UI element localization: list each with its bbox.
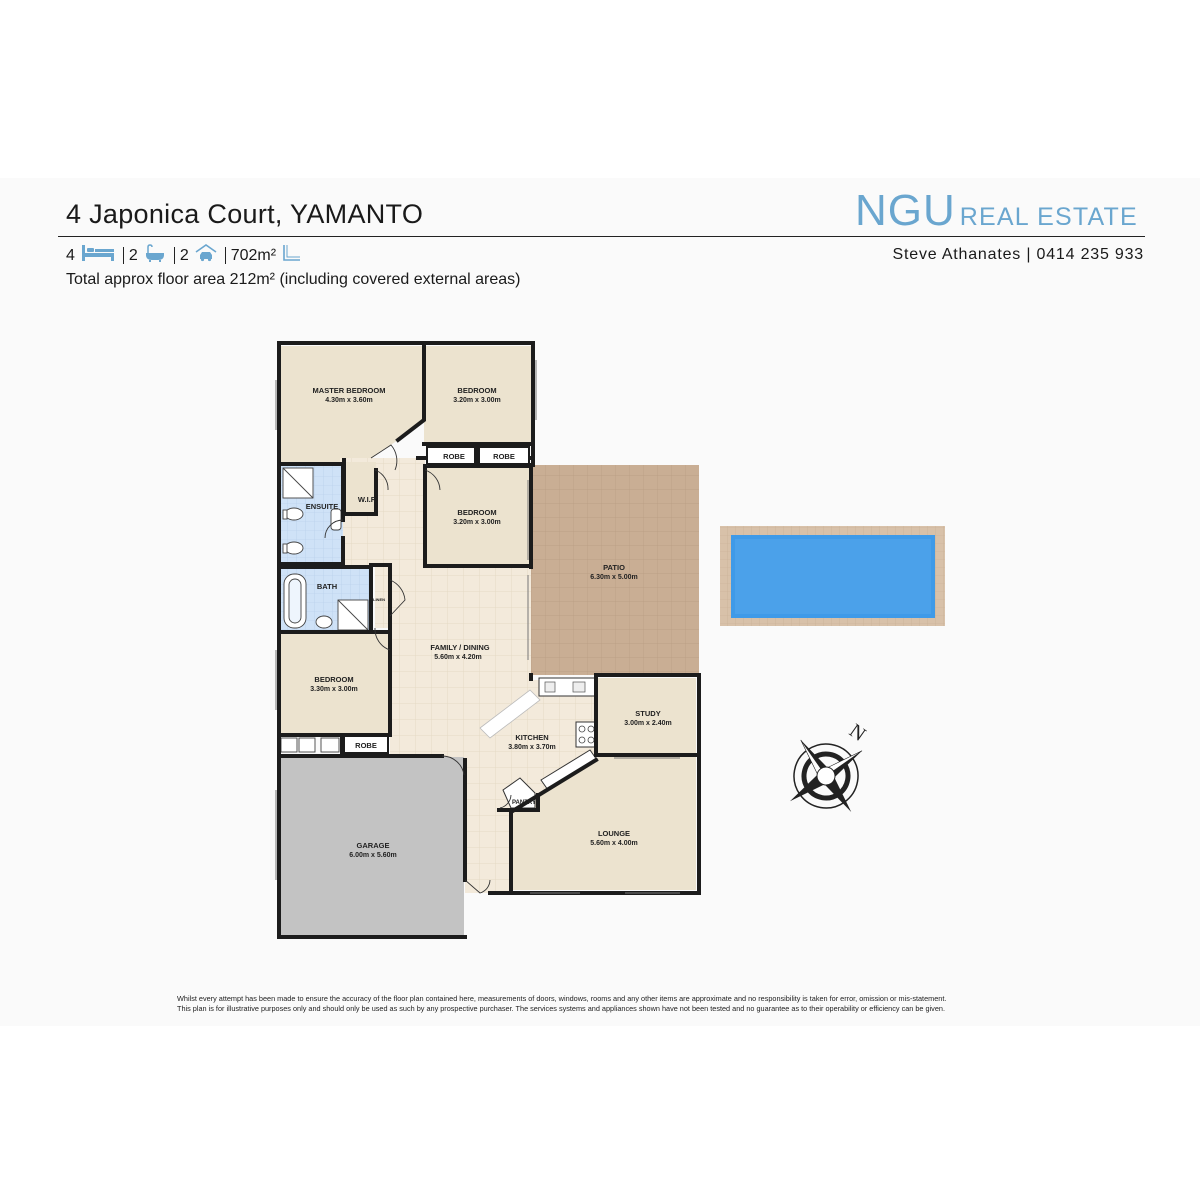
bedroom-3-label: BEDROOM — [457, 508, 496, 517]
family-dining-label: FAMILY / DINING — [430, 643, 489, 652]
bedroom-4-label: BEDROOM — [314, 675, 353, 684]
patio-floor — [531, 465, 699, 675]
linen-label: LINEN — [373, 597, 385, 602]
wir-label: W.I.R — [358, 495, 377, 504]
pool-water — [731, 535, 935, 618]
bedroom-3-dims: 3.20m x 3.00m — [453, 519, 500, 526]
brand-rest: REAL ESTATE — [959, 203, 1138, 231]
robe-1-label: ROBE — [443, 452, 465, 461]
bathroom-count: 2 — [128, 246, 138, 264]
floor-area-note: Total approx floor area 212m² (including… — [66, 271, 521, 288]
pool-shimmer — [735, 539, 931, 614]
bedroom-2-floor — [424, 346, 531, 444]
bath-label: BATH — [317, 582, 337, 591]
brand-main: NGU — [855, 186, 956, 235]
study-floor — [598, 678, 696, 755]
bedroom-4-dims: 3.30m x 3.00m — [310, 686, 357, 693]
property-stats: 4 2 2 702m² — [66, 244, 305, 267]
compass-icon — [789, 739, 863, 813]
master-bedroom-label: MASTER BEDROOM — [313, 386, 386, 395]
header-divider — [58, 236, 1145, 237]
stat-separator — [122, 247, 124, 264]
wir-floor — [346, 462, 376, 514]
pantry-label: PANTRY — [512, 800, 536, 806]
patio-dims: 6.30m x 5.00m — [590, 574, 637, 581]
carpet-rooms — [281, 346, 696, 890]
robe-1-box — [426, 446, 476, 465]
stat-separator — [173, 247, 175, 264]
bedroom-count: 4 — [66, 246, 75, 264]
agent-contact: Steve Athanates | 0414 235 933 — [892, 246, 1144, 263]
kitchen-cabinetry — [479, 677, 598, 809]
disclaimer-line-2: This plan is for illustrative purposes o… — [177, 1004, 945, 1013]
lounge-floor — [511, 757, 696, 890]
bedroom-2-label: BEDROOM — [457, 386, 496, 395]
car-icon — [195, 244, 217, 267]
room-labels: MASTER BEDROOM 4.30m x 3.60m BEDROOM 3.2… — [306, 386, 672, 859]
bedroom-4-floor — [281, 634, 388, 734]
tiled-floor — [340, 458, 596, 893]
stat-separator — [224, 247, 226, 264]
robe-2-label: ROBE — [493, 452, 515, 461]
bedroom-3-floor — [425, 466, 531, 566]
disclaimer: Whilst every attempt has been made to en… — [177, 994, 1037, 1014]
land-icon — [282, 244, 302, 267]
garage-dims: 6.00m x 5.60m — [349, 852, 396, 859]
lounge-label: LOUNGE — [598, 829, 630, 838]
garage-floor — [281, 757, 464, 935]
kitchen-dims: 3.80m x 3.70m — [508, 744, 555, 751]
study-dims: 3.00m x 2.40m — [624, 720, 671, 727]
bathroom-fixtures — [280, 467, 369, 753]
car-count: 2 — [179, 246, 189, 264]
robe-2-box — [478, 446, 530, 465]
compass-north-label: N — [845, 720, 869, 746]
patio-label: PATIO — [603, 563, 625, 572]
property-address: 4 Japonica Court, YAMANTO — [66, 199, 424, 229]
walls — [277, 341, 701, 939]
windows — [275, 360, 680, 894]
robe-3-box — [343, 735, 389, 754]
garage-label: GARAGE — [357, 841, 390, 850]
land-area: 702m² — [230, 246, 277, 264]
ensuite-label: ENSUITE — [306, 502, 339, 511]
lounge-dims: 5.60m x 4.00m — [590, 840, 637, 847]
kitchen-label: KITCHEN — [515, 733, 548, 742]
master-bedroom-floor — [281, 346, 424, 462]
bath-icon — [144, 244, 166, 267]
family-dining-dims: 5.60m x 4.20m — [434, 654, 481, 661]
bedroom-2-dims: 3.20m x 3.00m — [453, 397, 500, 404]
robe-3-label: ROBE — [355, 741, 377, 750]
bed-icon — [81, 244, 115, 267]
master-bedroom-dims: 4.30m x 3.60m — [325, 397, 372, 404]
disclaimer-line-1: Whilst every attempt has been made to en… — [177, 994, 947, 1003]
study-label: STUDY — [635, 709, 660, 718]
